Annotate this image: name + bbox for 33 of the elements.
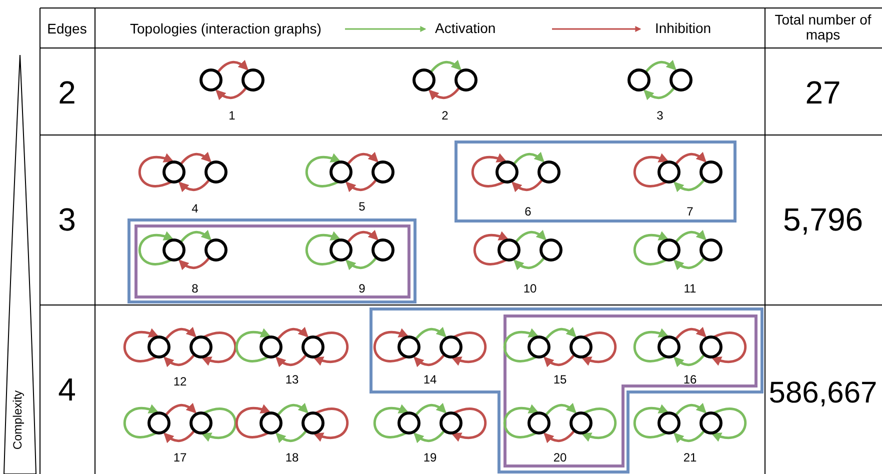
topology-number: 9 <box>358 282 366 296</box>
legend-label: Inhibition <box>655 21 712 36</box>
row-label: 3 <box>58 202 76 238</box>
topology-number: 18 <box>285 451 299 465</box>
topology-number: 6 <box>524 205 532 219</box>
topology-number: 16 <box>683 373 697 387</box>
legend-label: Activation <box>435 21 496 36</box>
map-count: 5,796 <box>782 202 864 238</box>
topology-number: 15 <box>553 373 567 387</box>
topology-number: 8 <box>192 282 198 296</box>
topology-number: 2 <box>442 109 448 123</box>
topology-number: 11 <box>684 282 696 296</box>
topology-number: 3 <box>656 109 664 123</box>
topology-number: 7 <box>686 205 694 219</box>
map-count: 586,667 <box>768 376 878 410</box>
row-label: 4 <box>58 372 76 408</box>
topology-number: 19 <box>423 451 437 465</box>
topology-number: 12 <box>173 375 187 389</box>
axis-label: Complexity <box>11 390 25 450</box>
topology-number: 4 <box>192 202 198 216</box>
map-count: 27 <box>805 75 841 111</box>
topology-number: 5 <box>358 200 366 214</box>
topology-number: 20 <box>553 451 567 465</box>
topology-number: 14 <box>423 373 437 387</box>
topology-number: 17 <box>173 451 187 465</box>
column-header: Edges <box>47 21 87 37</box>
topology-number: 13 <box>285 373 299 387</box>
topology-number: 10 <box>523 282 537 296</box>
column-header: Topologies (interaction graphs) <box>130 21 322 37</box>
topology-number: 21 <box>683 451 697 465</box>
row-label: 2 <box>58 75 76 111</box>
column-header: Total number of maps <box>774 12 872 44</box>
topology-number: 1 <box>228 109 236 123</box>
